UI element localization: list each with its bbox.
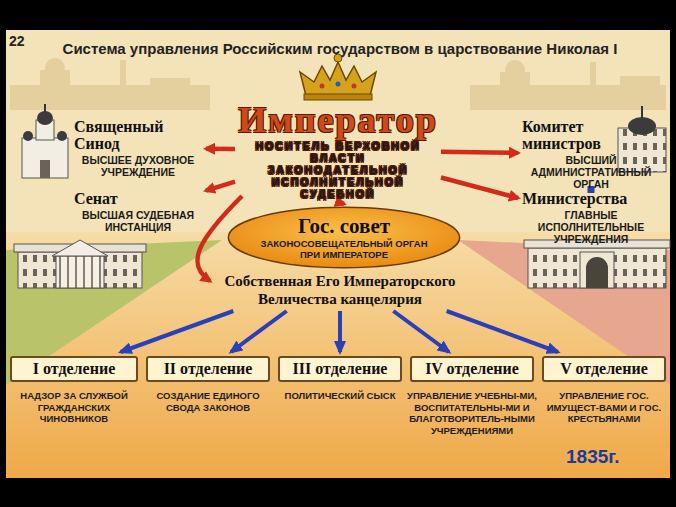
emperor-block: ИмператорНОСИТЕЛЬ ВЕРХОВНОЙ ВЛАСТИ ЗАКОН… (238, 100, 438, 200)
node-heading: Император (238, 100, 438, 140)
node-description: УПРАВЛЕНИЕ ГОС. ИМУЩЕСТ-ВАМИ И ГОС. КРЕС… (538, 390, 670, 425)
arrow (338, 202, 344, 204)
chancellery-block: Собственная Его Императорского Величеств… (213, 272, 467, 308)
node-heading: III отделение (280, 358, 400, 380)
node-heading: Сенат (74, 190, 202, 207)
node-description: ВЫСШИЙ АДМИНИСТРАТИВНЫЙ ОРГАН (522, 154, 660, 190)
institution-block: Священный СинодВЫСШЕЕ ДУХОВНОЕ УЧРЕЖДЕНИ… (74, 118, 202, 178)
arrow (206, 146, 235, 151)
node-heading: V отделение (544, 358, 664, 380)
node-heading: Священный Синод (74, 118, 202, 152)
department-box: IV отделениеУПРАВЛЕНИЕ УЧЕБНЫ-МИ, ВОСПИТ… (410, 356, 534, 382)
diagram-title: Система управления Российским государств… (40, 40, 640, 57)
node-description: ВЫСШАЯ СУДЕБНАЯ ИНСТАНЦИЯ (74, 209, 202, 233)
arrow (231, 311, 287, 352)
slide-ground (6, 30, 670, 478)
node-heading: Комитет министров (522, 118, 660, 152)
node-heading: I отделение (12, 358, 136, 380)
institution-block: Комитет министровВЫСШИЙ АДМИНИСТРАТИВНЫЙ… (522, 118, 660, 190)
node-description: ВЫСШЕЕ ДУХОВНОЕ УЧРЕЖДЕНИЕ (74, 154, 202, 178)
orange-plane (6, 232, 670, 478)
slide-number: 22 (9, 33, 25, 49)
node-description: НОСИТЕЛЬ ВЕРХОВНОЙ ВЛАСТИ ЗАКОНОДАТЕЛЬНО… (238, 140, 438, 200)
institution-block: СенатВЫСШАЯ СУДЕБНАЯ ИНСТАНЦИЯ (74, 190, 202, 233)
ministries-building (524, 240, 670, 288)
node-description: ГЛАВНЫЕ ИСПОЛНИТЕЛЬНЫЕ УЧРЕЖДЕНИЯ (522, 209, 660, 245)
crown (300, 54, 376, 100)
year-label: 1835г. (566, 446, 620, 468)
node-heading: II отделение (148, 358, 268, 380)
arrow (441, 177, 518, 198)
department-box: I отделениеНАДЗОР ЗА СЛУЖБОЙ ГРАЖДАНСКИХ… (10, 356, 138, 382)
node-heading: Гос. совет (252, 215, 436, 238)
arrow (447, 311, 558, 352)
node-heading: Министерства (522, 190, 660, 207)
node-description: НАДЗОР ЗА СЛУЖБОЙ ГРАЖДАНСКИХ ЧИНОВНИКОВ (6, 390, 142, 425)
node-heading: IV отделение (412, 358, 532, 380)
node-description: УПРАВЛЕНИЕ УЧЕБНЫ-МИ, ВОСПИТАТЕЛЬНЫ-МИ И… (406, 390, 538, 436)
arrow (206, 182, 235, 191)
node-heading: Собственная Его Императорского Величеств… (213, 272, 467, 308)
church (22, 104, 68, 178)
node-description: ЗАКОНОСОВЕЩАТЕЛЬНЫЙ ОРГАН ПРИ ИМПЕРАТОРЕ (252, 238, 436, 260)
department-box: II отделениеСОЗДАНИЕ ЕДИНОГО СВОДА ЗАКОН… (146, 356, 270, 382)
senate-building (14, 240, 146, 288)
arrow (338, 311, 342, 352)
institution-block: МинистерстваГЛАВНЫЕ ИСПОЛНИТЕЛЬНЫЕ УЧРЕЖ… (522, 190, 660, 245)
arrow (441, 152, 518, 153)
node-description: ПОЛИТИЧЕСКИЙ СЫСК (274, 390, 406, 402)
arrow (121, 311, 234, 352)
department-box: III отделениеПОЛИТИЧЕСКИЙ СЫСК (278, 356, 402, 382)
committee-building (618, 106, 666, 172)
ellipse-shape (228, 207, 459, 267)
council-ellipse: Гос. советЗАКОНОСОВЕЩАТЕЛЬНЫЙ ОРГАН ПРИ … (226, 206, 462, 269)
node-description: СОЗДАНИЕ ЕДИНОГО СВОДА ЗАКОНОВ (142, 390, 274, 413)
arrow (393, 311, 449, 352)
department-box: V отделениеУПРАВЛЕНИЕ ГОС. ИМУЩЕСТ-ВАМИ … (542, 356, 666, 382)
